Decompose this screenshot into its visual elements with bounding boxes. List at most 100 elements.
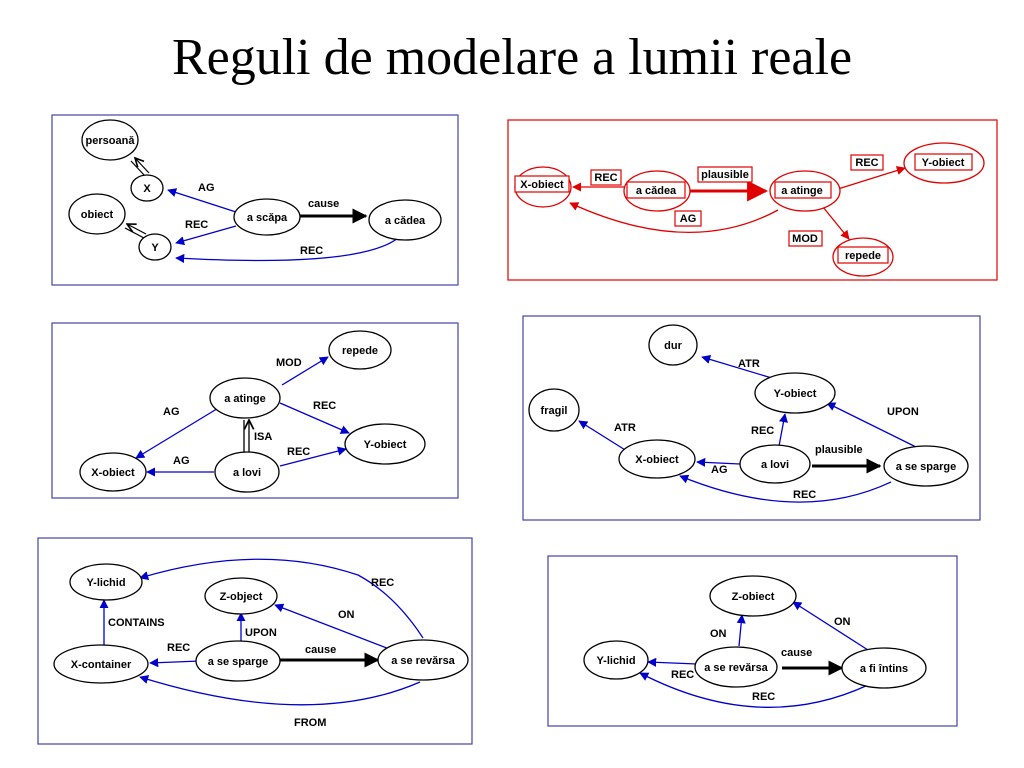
label-plausible: plausible <box>697 166 753 183</box>
svg-text:REC: REC <box>855 157 878 169</box>
node-x-obiect: X-obiect <box>618 439 696 479</box>
label-rec: REC <box>850 154 884 171</box>
node-a-scapa: a scăpa <box>233 198 301 236</box>
svg-text:X-container: X-container <box>71 659 132 671</box>
svg-text:MOD: MOD <box>792 233 818 245</box>
svg-text:dur: dur <box>664 340 682 352</box>
edge-on-line <box>274 603 393 651</box>
svg-text:a atinge: a atinge <box>781 185 823 197</box>
label-atr: ATR <box>614 422 636 434</box>
label-mod: MOD <box>788 230 823 247</box>
edge-ag-curve <box>569 202 779 234</box>
svg-text:repede: repede <box>342 345 378 357</box>
label-rec: REC <box>313 400 336 412</box>
svg-text:Y-obiect: Y-obiect <box>922 157 965 169</box>
svg-text:Y-lichid: Y-lichid <box>86 577 125 589</box>
svg-text:a cădea: a cădea <box>385 215 426 227</box>
node-x-obiect: X-obiect <box>79 452 147 492</box>
svg-text:obiect: obiect <box>81 209 114 221</box>
node-a-se-revarsa: a se revărsa <box>377 639 469 681</box>
node-a-lovi: a lovi <box>214 451 280 493</box>
edge-rec-line <box>837 166 906 190</box>
svg-text:plausible: plausible <box>701 169 749 181</box>
label-from: FROM <box>294 717 326 729</box>
label-ag: AG <box>198 182 215 194</box>
svg-text:X: X <box>143 183 151 195</box>
edge-ag-line <box>167 188 237 213</box>
svg-text:fragil: fragil <box>541 405 568 417</box>
label-rec: REC <box>793 489 816 501</box>
edge-isa <box>243 420 249 456</box>
svg-text:a lovi: a lovi <box>233 467 261 479</box>
node-x: X <box>130 174 164 202</box>
diagram-2-frame <box>507 119 998 281</box>
node-a-atinge: a atinge <box>209 377 281 419</box>
edge-mod-line <box>822 206 850 240</box>
diagram-6-frame <box>547 555 958 727</box>
node-a-se-sparge: a se sparge <box>195 640 281 682</box>
label-ag: AG <box>711 464 728 476</box>
diagram-5: Y-lichid Z-object X-container a se sparg… <box>37 537 473 745</box>
svg-text:a lovi: a lovi <box>761 459 789 471</box>
edge-rec-line <box>778 413 788 447</box>
svg-text:persoană: persoană <box>86 135 136 147</box>
node-y-lichid: Y-lichid <box>69 563 143 601</box>
label-isa: ISA <box>254 431 272 443</box>
svg-text:a scăpa: a scăpa <box>247 212 288 224</box>
diagram-6: Z-obiect Y-lichid a se revărsa a fi înti… <box>547 555 958 727</box>
edge-ag-line <box>696 457 741 467</box>
label-rec: REC <box>371 577 394 589</box>
svg-text:a cădea: a cădea <box>636 185 677 197</box>
label-cause: cause <box>305 644 336 656</box>
node-y-obiect: Y-obiect <box>903 142 985 184</box>
label-upon: UPON <box>887 406 919 418</box>
node-a-cadea: a cădea <box>623 170 691 212</box>
edge-rec-line <box>149 658 201 668</box>
edge-ag-line <box>135 406 221 459</box>
diagram-3: repede a atinge Y-obiect X-obiect a lovi… <box>51 322 459 499</box>
diagram-4: dur fragil Y-obiect X-obiect a lovi a se… <box>522 315 981 521</box>
edge-isa-x <box>130 158 150 177</box>
svg-text:Y: Y <box>151 242 159 254</box>
page-title: Reguli de modelare a lumii reale <box>171 29 853 86</box>
diagram-4-frame <box>522 315 981 521</box>
label-cause: cause <box>781 647 812 659</box>
label-rec: REC <box>751 425 774 437</box>
node-a-cadea: a cădea <box>368 199 442 241</box>
node-repede: repede <box>832 237 894 277</box>
svg-text:a fi întins: a fi întins <box>860 663 908 675</box>
edge-rec-curve <box>639 672 869 708</box>
label-rec: REC <box>590 169 622 186</box>
node-y-obiect: Y-obiect <box>754 372 836 414</box>
label-contains: CONTAINS <box>108 617 165 629</box>
diagram-3-frame <box>51 322 459 499</box>
diagram-2: X-obiect a cădea a atinge Y-obiect reped… <box>507 119 998 281</box>
node-obiect: obiect <box>68 193 126 235</box>
svg-text:REC: REC <box>594 172 617 184</box>
svg-text:a se sparge: a se sparge <box>896 461 957 473</box>
svg-text:repede: repede <box>845 250 881 262</box>
node-z-object: Z-object <box>204 577 278 615</box>
svg-text:AG: AG <box>680 213 697 225</box>
label-rec: REC <box>671 669 694 681</box>
label-ag: AG <box>173 455 190 467</box>
label-on: ON <box>338 609 355 621</box>
node-a-lovi: a lovi <box>739 444 811 484</box>
svg-text:Z-obiect: Z-obiect <box>732 591 775 603</box>
label-rec: REC <box>300 245 323 257</box>
node-y: Y <box>138 233 172 261</box>
edge-isa-y <box>124 224 147 239</box>
label-atr: ATR <box>738 358 760 370</box>
svg-text:a se revărsa: a se revărsa <box>704 662 768 674</box>
node-y-lichid: Y-lichid <box>583 640 649 680</box>
diagram-1-frame <box>51 114 459 286</box>
svg-text:Z-object: Z-object <box>220 591 263 603</box>
svg-text:a atinge: a atinge <box>224 393 266 405</box>
edge-atr-line <box>701 355 776 380</box>
label-mod: MOD <box>276 357 302 369</box>
edge-on-line <box>736 614 746 647</box>
edge-rec-curve <box>175 237 399 263</box>
svg-text:Y-lichid: Y-lichid <box>596 655 635 667</box>
node-x-container: X-container <box>53 644 149 684</box>
svg-text:Y-obiect: Y-obiect <box>364 439 407 451</box>
